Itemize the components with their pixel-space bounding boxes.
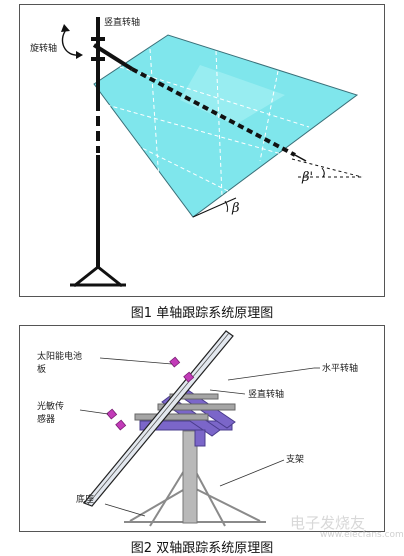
figure2-diagram: 太阳能电池 板 水平转轴 光敏传 感器 竖直转轴 支架 底座: [37, 330, 358, 527]
figure1-solar-panel: [93, 34, 359, 218]
figure1-label-beta: β: [231, 201, 240, 216]
figure2-label-vertical-axis: 竖直转轴: [248, 388, 284, 400]
figure2-label-sensor-line1: 光敏传: [37, 400, 64, 412]
figure1-panel-grid: [99, 48, 310, 197]
figure1-bearing-bottom: [91, 57, 105, 61]
figure1-rotation-axis-end: [294, 154, 307, 162]
figure2-label-base: 底座: [76, 493, 94, 505]
figure1-angle-line: [291, 158, 363, 178]
figure1-angle-arc-beta-prime: [321, 167, 325, 178]
figure1-rotation-axis: [92, 43, 134, 71]
figure2-caption: 图2 双轴跟踪系统原理图: [130, 541, 274, 556]
figure1-rotation-arrowhead: [61, 24, 70, 32]
figure2-panel: 太阳能电池 板 水平转轴 光敏传 感器 竖直转轴 支架 底座: [19, 325, 385, 532]
figure1-bearing-top: [91, 37, 105, 41]
figure1-label-rotation-axis: 旋转轴: [30, 42, 57, 54]
figure2-label-solar-panel-line1: 太阳能电池: [37, 350, 82, 362]
figure2-label-horizontal-axis: 水平转轴: [322, 362, 358, 374]
figure1-tripod-base: [70, 265, 126, 288]
figure1-rotation-arrowhead-2: [76, 51, 83, 59]
figure2-label-solar-panel-line2: 板: [37, 363, 46, 375]
figure2-post: [182, 430, 198, 524]
watermark-sub: www.elecfans.com: [320, 530, 404, 540]
figure1-label-beta-prime: β': [301, 170, 313, 185]
figure1-diagram: β' β 竖直转轴 旋转轴: [30, 16, 363, 288]
figure1-rotation-arrow: [61, 29, 81, 56]
figure1-caption: 图1 单轴跟踪系统原理图: [130, 306, 274, 321]
figure1-beta-line: [192, 197, 237, 218]
figure2-panel-edge: [87, 332, 230, 505]
figure2-sensors: [106, 356, 195, 431]
figure1-label-vertical-axis: 竖直转轴: [104, 16, 140, 28]
figure1-panel: β' β 竖直转轴 旋转轴: [19, 4, 385, 297]
figure1-rotation-axis-hidden: [131, 67, 296, 157]
figure2-label-sensor-line2: 感器: [37, 413, 55, 425]
watermark-main: 电子发烧友: [290, 514, 366, 532]
figure2-leader-lines: [79, 357, 320, 517]
figure1-angle-arc-beta: [224, 200, 229, 213]
figure2-label-bracket: 支架: [286, 453, 304, 465]
